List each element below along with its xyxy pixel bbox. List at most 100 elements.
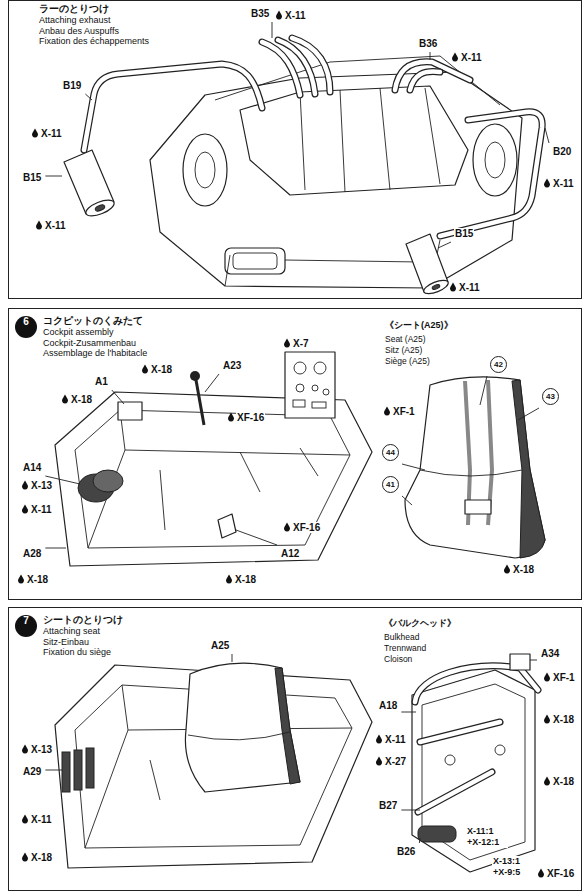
paint-code: X-13 xyxy=(30,744,53,755)
step-heading: コクピットのくみたて xyxy=(43,315,147,327)
step-number-text: 6 xyxy=(15,316,37,328)
leader-line xyxy=(236,530,277,545)
paint-drop-icon xyxy=(538,869,544,878)
part-number: A34 xyxy=(540,648,560,659)
leader-line xyxy=(402,496,412,505)
inset-subheading: Trennwand xyxy=(383,643,427,653)
part-number: B35 xyxy=(250,8,270,19)
paint-code: X-11 xyxy=(284,10,307,21)
paint-code: X-11 xyxy=(460,52,483,63)
paint-code: XF-1 xyxy=(552,672,576,683)
step-heading: Attaching exhaust xyxy=(39,15,149,26)
step-heading: ラーのとりつけ xyxy=(39,3,149,15)
step-panel: ラーのとりつけAttaching exhaustAnbau des Auspuf… xyxy=(8,0,582,299)
step-heading: Cockpit assembly xyxy=(43,327,147,338)
inset-subheading: Seat (A25) xyxy=(384,334,427,344)
part-number: A25 xyxy=(210,640,230,651)
inset-subheading: Sitz (A25) xyxy=(384,345,423,355)
part-number: B20 xyxy=(552,146,572,157)
leader-line xyxy=(205,374,219,392)
text-group: コクピットのくみたてCockpit assemblyCockpit-Zusamm… xyxy=(43,315,147,359)
paint-drop-icon xyxy=(504,565,510,574)
inset-heading: 《バルクヘッド》 xyxy=(383,618,457,629)
leader-line xyxy=(401,712,416,713)
paint-mix: X-11:1 +X-12:1 xyxy=(466,826,508,848)
bulkhead-inset xyxy=(412,654,538,872)
paint-drop-icon xyxy=(450,283,456,292)
paint-drop-icon xyxy=(22,505,28,514)
leader-line xyxy=(480,376,487,405)
part-number: A18 xyxy=(378,700,398,711)
part-number: B26 xyxy=(396,846,416,857)
step-heading: Assemblage de l'habitacle xyxy=(43,348,147,359)
leader-line xyxy=(402,464,425,470)
paint-drop-icon xyxy=(544,777,550,786)
paint-code: X-18 xyxy=(26,574,49,585)
callout-number: 44 xyxy=(382,444,399,461)
paint-drop-icon xyxy=(544,179,550,188)
part-number: A29 xyxy=(22,766,42,777)
step-panel: シートのとりつけAttaching seatSitz-EinbauFixatio… xyxy=(8,607,582,891)
part-number: B19 xyxy=(62,80,82,91)
paint-drop-icon xyxy=(36,221,42,230)
paint-code: X-18 xyxy=(552,714,575,725)
text-group: ラーのとりつけAttaching exhaustAnbau des Auspuf… xyxy=(39,3,149,47)
callout-number: 42 xyxy=(490,356,507,373)
part-number: B15 xyxy=(22,172,42,183)
leader-line xyxy=(430,52,431,60)
text-group: シートのとりつけAttaching seatSitz-EinbauFixatio… xyxy=(43,614,123,658)
paint-drop-icon xyxy=(18,575,24,584)
paint-mix: X-13:1 +X-9:5 xyxy=(492,856,534,878)
text-group: 6 xyxy=(15,316,37,328)
paint-drop-icon xyxy=(284,523,290,532)
paint-code: X-11 xyxy=(384,734,407,745)
paint-code: XF-1 xyxy=(392,406,416,417)
paint-code: X-11 xyxy=(44,220,67,231)
paint-code: XF-16 xyxy=(292,522,321,533)
step-heading: Fixation du siège xyxy=(43,647,123,658)
inset-subheading: Bulkhead xyxy=(383,632,420,642)
paint-drop-icon xyxy=(226,575,232,584)
part-number: A1 xyxy=(94,376,109,387)
leader-line xyxy=(45,176,62,177)
paint-code: X-11 xyxy=(458,282,481,293)
leader-line xyxy=(419,838,421,843)
chassis-rear xyxy=(150,56,522,288)
paint-drop-icon xyxy=(452,53,458,62)
paint-drop-icon xyxy=(276,11,282,20)
paint-code: X-13 xyxy=(30,480,53,491)
paint-drop-icon xyxy=(376,735,382,744)
leader-line xyxy=(272,22,273,38)
paint-code: X-18 xyxy=(30,852,53,863)
step-heading: Anbau des Auspuffs xyxy=(39,26,149,37)
text-group: 7 xyxy=(15,615,37,627)
leader-line xyxy=(112,390,124,404)
leader-line xyxy=(45,770,62,771)
leader-line xyxy=(401,810,420,811)
paint-code: X-7 xyxy=(292,338,310,349)
paint-drop-icon xyxy=(22,745,28,754)
paint-code: X-11 xyxy=(30,814,53,825)
paint-drop-icon xyxy=(384,407,390,416)
inset-subheading: Cloison xyxy=(383,654,413,664)
cockpit-tub xyxy=(55,352,372,566)
step-heading: シートのとりつけ xyxy=(43,614,123,626)
part-number: B36 xyxy=(418,38,438,49)
inset-subheading: Siège (A25) xyxy=(384,356,431,366)
leader-line xyxy=(438,242,451,248)
callout-number: 41 xyxy=(382,476,399,493)
paint-code: X-11 xyxy=(30,504,53,515)
paint-drop-icon xyxy=(22,815,28,824)
paint-code: X-18 xyxy=(150,364,173,375)
paint-code: X-11 xyxy=(40,128,63,139)
part-number: B15 xyxy=(454,228,474,239)
leader-line xyxy=(545,128,549,143)
part-number: A28 xyxy=(22,548,42,559)
step-heading: Sitz-Einbau xyxy=(43,637,123,648)
step-heading: Cockpit-Zusammenbau xyxy=(43,338,147,349)
part-number: A23 xyxy=(222,360,242,371)
part-number: B27 xyxy=(378,800,398,811)
callout-number: 43 xyxy=(542,388,559,405)
leader-line xyxy=(85,94,92,100)
